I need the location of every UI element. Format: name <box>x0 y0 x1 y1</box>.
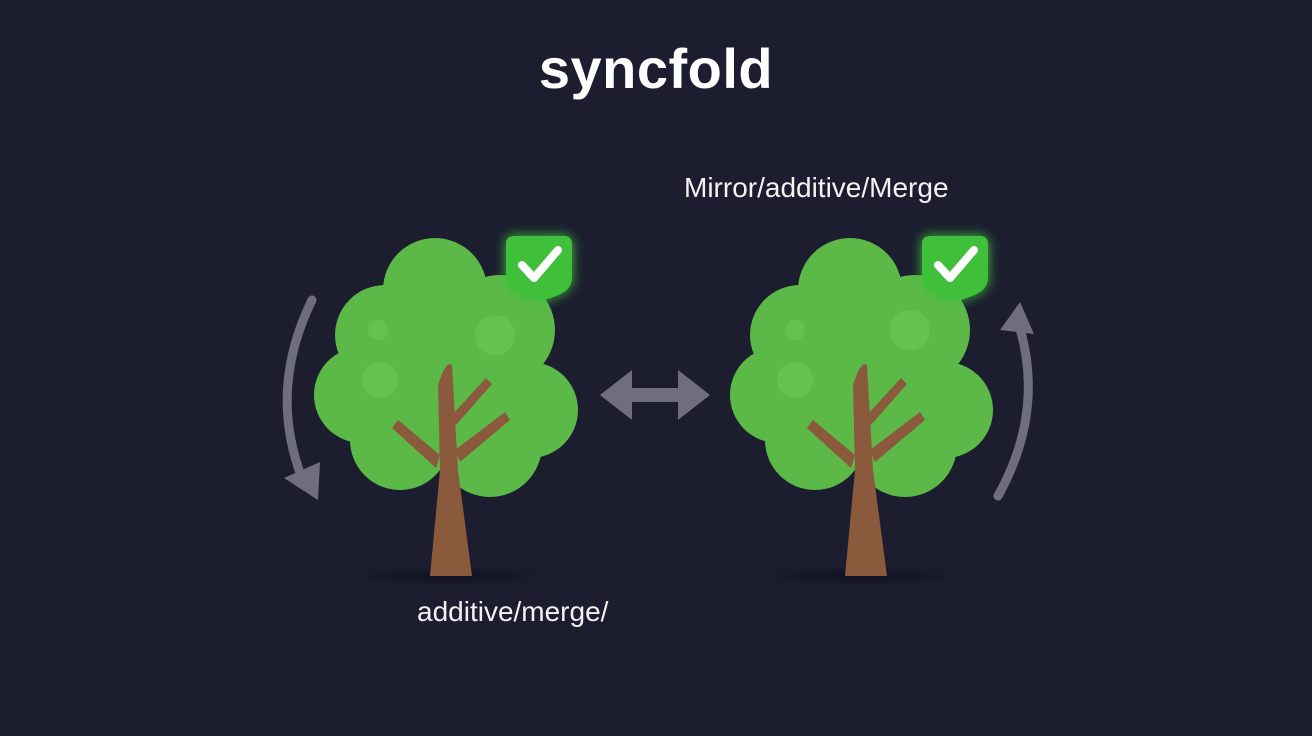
right-tree-icon <box>730 238 993 588</box>
bidirectional-arrow-icon <box>600 370 710 420</box>
page-title: syncfold <box>538 37 774 100</box>
left-tree-icon <box>314 238 578 588</box>
right-curved-up-arrow-icon <box>993 302 1034 501</box>
right-checkmark-badge-icon <box>922 236 988 302</box>
left-checkmark-badge-icon <box>506 236 572 302</box>
right-tree-label: Mirror/additive/Merge <box>684 172 949 203</box>
left-curved-down-arrow-icon <box>282 295 320 500</box>
left-tree-label: additive/merge/ <box>417 596 609 627</box>
